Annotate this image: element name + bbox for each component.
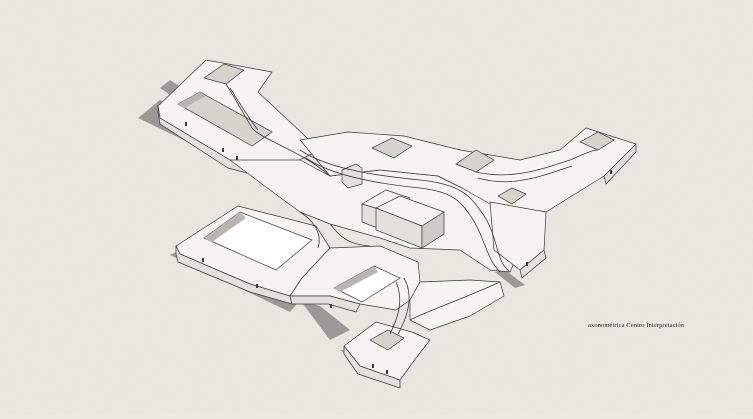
path-plaza-left — [299, 211, 320, 249]
path-spine — [299, 149, 511, 273]
path-right — [475, 149, 599, 176]
void-shadows — [178, 92, 378, 292]
path-corridor — [409, 281, 501, 321]
path-spine-2 — [305, 157, 501, 273]
path-upper-left-2 — [229, 87, 259, 131]
courtyards — [177, 63, 615, 351]
wing-bottom-face — [343, 345, 401, 389]
courtyard-top-right — [455, 149, 495, 173]
opening — [372, 364, 374, 368]
opening — [526, 262, 528, 266]
curved-paths — [225, 83, 599, 335]
opening — [202, 258, 204, 262]
drawing-caption: axonométrica Centro Interpretación — [588, 322, 685, 329]
wing-lower-middle-face — [289, 295, 361, 313]
courtyard-far-right — [579, 131, 615, 151]
wall-openings — [185, 122, 612, 374]
opening — [222, 148, 224, 152]
path-upper-left — [225, 83, 331, 177]
path-lower-curve-2 — [389, 281, 401, 335]
courtyard-bottom-small — [369, 329, 405, 351]
opening — [185, 122, 187, 126]
opening — [610, 170, 612, 174]
corridor-lower-right — [409, 279, 505, 331]
kiosk — [341, 163, 363, 189]
courtyard-right-small — [497, 187, 527, 205]
path-lower-curve — [397, 277, 410, 335]
opening — [256, 284, 258, 288]
path-right-2 — [477, 165, 573, 183]
room-b-side — [421, 211, 445, 249]
opening — [330, 304, 332, 308]
central-rooms — [341, 163, 445, 249]
wing-right-end-face — [519, 249, 547, 279]
courtyard-upper-left — [203, 63, 245, 85]
courtyard-square-top — [371, 137, 413, 159]
opening — [386, 370, 388, 374]
opening — [236, 156, 238, 160]
path-plaza-mid — [329, 223, 371, 247]
